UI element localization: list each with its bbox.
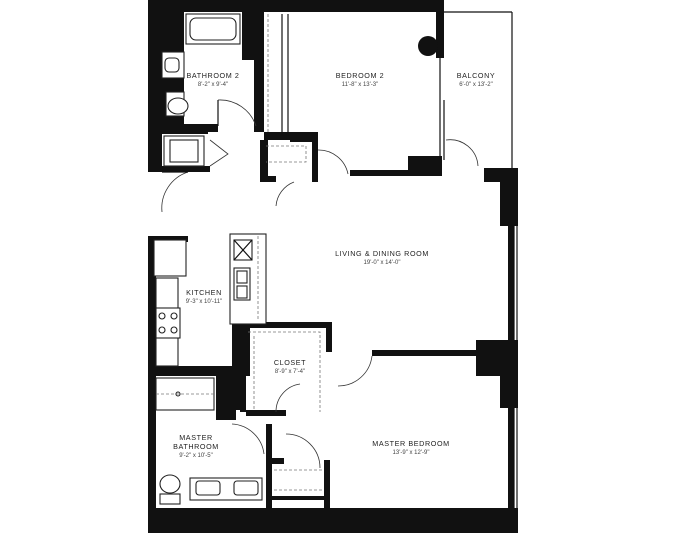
living-name: LIVING & DINING ROOM — [335, 249, 429, 258]
bathroom2-dims: 8'-2" x 9'-4" — [198, 82, 228, 88]
bathroom2-name: BATHROOM 2 — [187, 71, 240, 80]
balcony-dims: 6'-0" x 13'-2" — [459, 82, 493, 88]
master-bedroom-name: MASTER BEDROOM — [372, 439, 450, 448]
closet-dims: 8'-9" x 7'-4" — [275, 369, 305, 375]
master-bedroom-dims: 13'-9" x 12'-9" — [393, 450, 430, 456]
balcony-name: BALCONY — [457, 71, 496, 80]
master-bathroom-name-1: MASTER — [179, 433, 213, 442]
kitchen-dims: 9'-3" x 10'-11" — [186, 299, 222, 305]
master-bathroom-name-2: BATHROOM — [173, 442, 219, 451]
bedroom2-name: BEDROOM 2 — [336, 71, 385, 80]
living-dims: 19'-0" x 14'-0" — [364, 260, 401, 266]
exterior-walls — [148, 0, 518, 533]
doors — [161, 99, 479, 469]
bedroom2-dims: 11'-8" x 13'-3" — [342, 82, 378, 88]
closet-name: CLOSET — [274, 358, 306, 367]
kitchen-name: KITCHEN — [186, 288, 222, 297]
fixtures — [155, 13, 438, 505]
master-bathroom-dims: 9'-2" x 10'-5" — [179, 453, 213, 459]
room-labels: BATHROOM 2 8'-2" x 9'-4" BEDROOM 2 11'-8… — [173, 71, 495, 459]
